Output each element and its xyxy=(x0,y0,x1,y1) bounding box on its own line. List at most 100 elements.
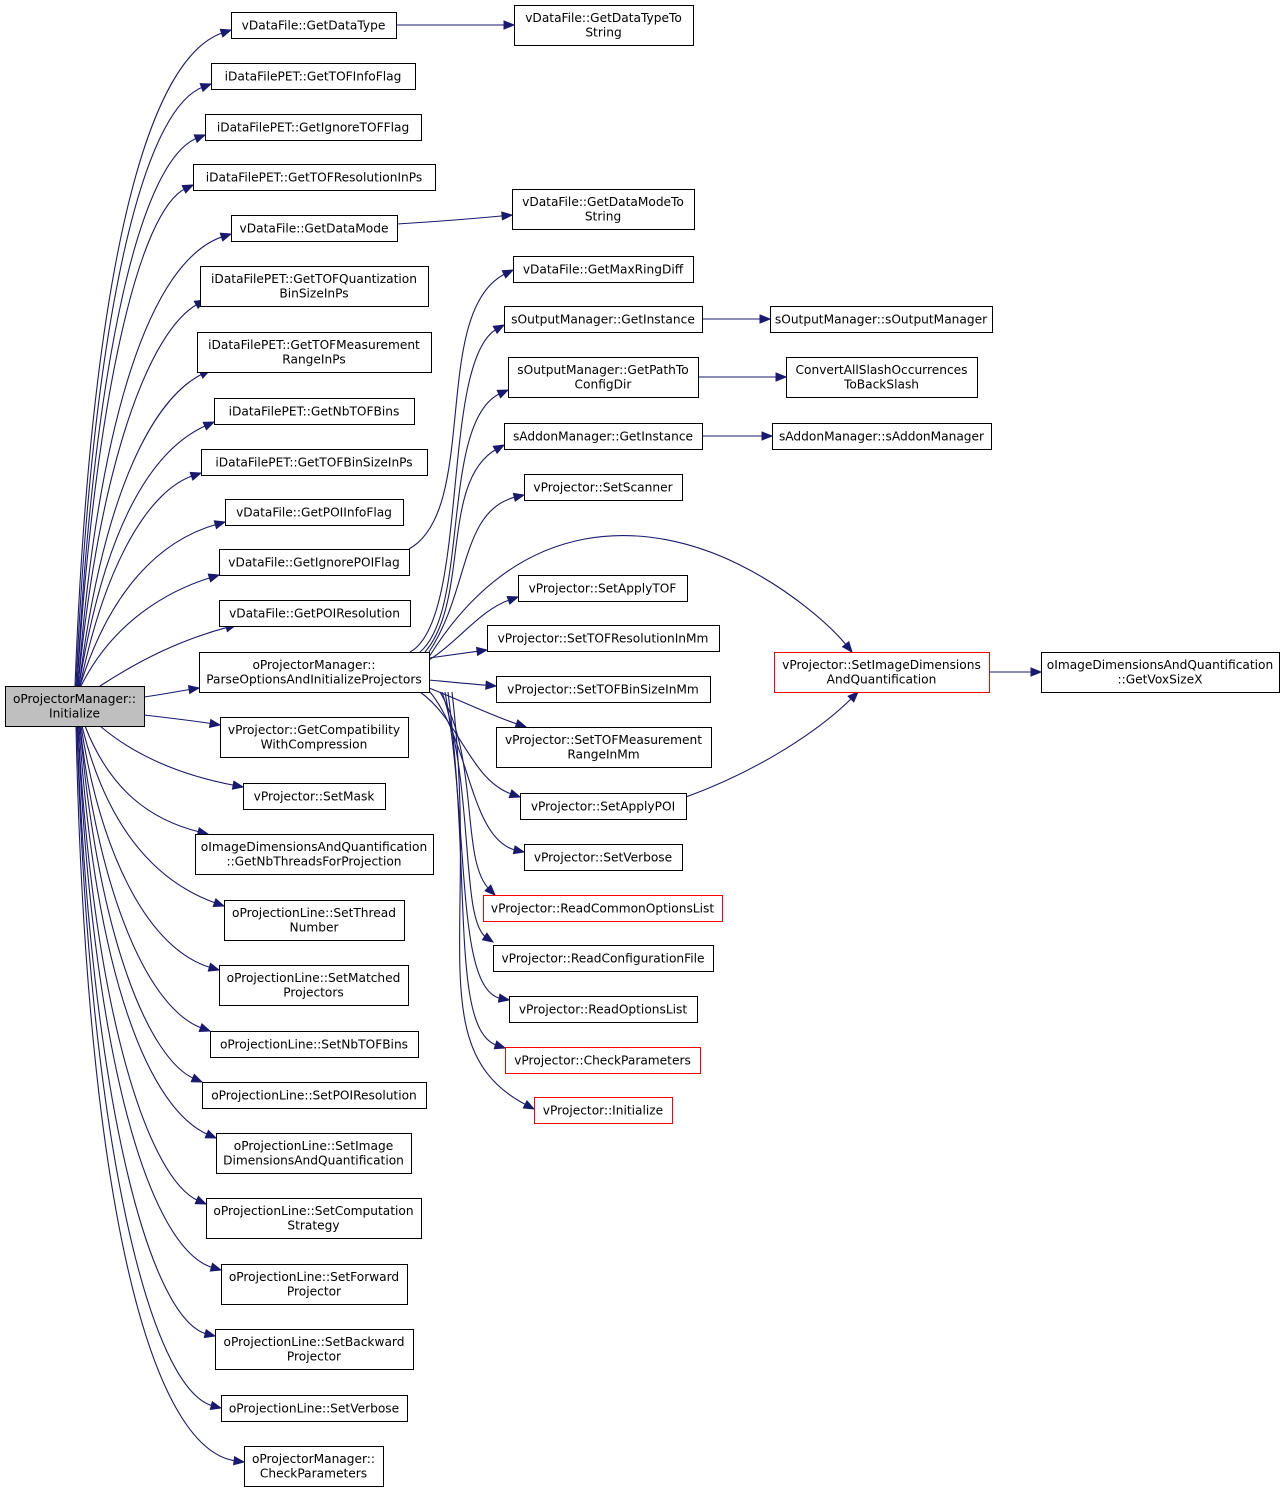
node-box[interactable] xyxy=(201,449,428,476)
node-box[interactable] xyxy=(195,834,434,875)
node-box[interactable] xyxy=(483,895,723,922)
node-parseoptions[interactable]: oProjectorManager::ParseOptionsAndInitia… xyxy=(199,652,430,693)
node-box[interactable] xyxy=(505,1047,701,1074)
node-getnbtofbins[interactable]: iDataFilePET::GetNbTOFBins xyxy=(214,398,415,425)
node-box[interactable] xyxy=(509,996,698,1023)
node-box[interactable] xyxy=(534,1097,673,1124)
node-getpoiinfoflag[interactable]: vDataFile::GetPOIInfoFlag xyxy=(225,499,404,526)
node-getvoxsize[interactable]: oImageDimensionsAndQuantification::GetVo… xyxy=(1041,652,1280,693)
node-getmaxringdiff[interactable]: vDataFile::GetMaxRingDiff xyxy=(513,256,694,283)
node-box[interactable] xyxy=(206,1198,422,1239)
node-getcompat[interactable]: vProjector::GetCompatibilityWithCompress… xyxy=(220,717,409,758)
node-somctor[interactable]: sOutputManager::sOutputManager xyxy=(770,306,993,333)
node-setimagedims[interactable]: vProjector::SetImageDimensionsAndQuantif… xyxy=(774,652,990,693)
node-box[interactable] xyxy=(786,357,978,398)
node-checkparams[interactable]: vProjector::CheckParameters xyxy=(505,1047,701,1074)
node-readoptions[interactable]: vProjector::ReadOptionsList xyxy=(509,996,698,1023)
node-box[interactable] xyxy=(224,900,405,941)
node-box[interactable] xyxy=(225,499,404,526)
node-pmcheck[interactable]: oProjectorManager::CheckParameters xyxy=(244,1446,384,1487)
node-gettofquant[interactable]: iDataFilePET::GetTOFQuantizationBinSizeI… xyxy=(200,266,429,307)
node-root[interactable]: oProjectorManager::Initialize xyxy=(5,686,145,727)
node-box[interactable] xyxy=(219,965,409,1006)
node-gettofresolution[interactable]: iDataFilePET::GetTOFResolutionInPs xyxy=(193,164,436,191)
node-plsetpoires[interactable]: oProjectionLine::SetPOIResolution xyxy=(202,1082,427,1109)
node-setscanner[interactable]: vProjector::SetScanner xyxy=(524,474,683,501)
node-getignoretofflag[interactable]: iDataFilePET::GetIgnoreTOFFlag xyxy=(205,114,422,141)
node-box[interactable] xyxy=(220,717,409,758)
node-box[interactable] xyxy=(219,600,411,627)
node-plsetverbose[interactable]: oProjectionLine::SetVerbose xyxy=(221,1395,408,1422)
node-readcommon[interactable]: vProjector::ReadCommonOptionsList xyxy=(483,895,723,922)
node-box[interactable] xyxy=(513,256,694,283)
node-samctor[interactable]: sAddonManager::sAddonManager xyxy=(772,423,992,450)
node-box[interactable] xyxy=(214,398,415,425)
node-box[interactable] xyxy=(520,793,687,820)
node-box[interactable] xyxy=(496,676,711,703)
node-box[interactable] xyxy=(205,114,422,141)
node-box[interactable] xyxy=(243,783,386,810)
node-box[interactable] xyxy=(244,1446,384,1487)
node-box[interactable] xyxy=(231,215,398,242)
node-box[interactable] xyxy=(504,423,703,450)
node-readconfig[interactable]: vProjector::ReadConfigurationFile xyxy=(493,945,714,972)
node-box[interactable] xyxy=(193,164,436,191)
node-getpoiresolution[interactable]: vDataFile::GetPOIResolution xyxy=(219,600,411,627)
node-box[interactable] xyxy=(508,357,699,398)
node-box[interactable] xyxy=(512,189,695,230)
node-box[interactable] xyxy=(221,1264,408,1305)
node-getdatatype[interactable]: vDataFile::GetDataType xyxy=(231,12,397,39)
node-box[interactable] xyxy=(770,306,993,333)
node-box[interactable] xyxy=(1041,652,1280,693)
node-box[interactable] xyxy=(772,423,992,450)
node-box[interactable] xyxy=(202,1082,427,1109)
node-box[interactable] xyxy=(219,549,410,576)
node-box[interactable] xyxy=(493,945,714,972)
node-box[interactable] xyxy=(496,727,712,768)
node-plsetimage[interactable]: oProjectionLine::SetImageDimensionsAndQu… xyxy=(216,1133,412,1174)
node-setapplytof[interactable]: vProjector::SetApplyTOF xyxy=(518,575,688,602)
node-settofres[interactable]: vProjector::SetTOFResolutionInMm xyxy=(487,625,720,652)
node-setapplypoi[interactable]: vProjector::SetApplyPOI xyxy=(520,793,687,820)
node-box[interactable] xyxy=(199,652,430,693)
node-vinit[interactable]: vProjector::Initialize xyxy=(534,1097,673,1124)
node-getnbthreads[interactable]: oImageDimensionsAndQuantification::GetNb… xyxy=(195,834,434,875)
node-amgetinstance[interactable]: sAddonManager::GetInstance xyxy=(504,423,703,450)
node-box[interactable] xyxy=(487,625,720,652)
node-box[interactable] xyxy=(774,652,990,693)
node-box[interactable] xyxy=(504,306,703,333)
node-getdatamode[interactable]: vDataFile::GetDataMode xyxy=(231,215,398,242)
node-settofbin[interactable]: vProjector::SetTOFBinSizeInMm xyxy=(496,676,711,703)
node-setmask[interactable]: vProjector::SetMask xyxy=(243,783,386,810)
node-box[interactable] xyxy=(524,474,683,501)
node-box[interactable] xyxy=(216,1133,412,1174)
node-box[interactable] xyxy=(200,266,429,307)
node-box[interactable] xyxy=(231,12,397,39)
node-box[interactable] xyxy=(215,1329,414,1370)
node-box[interactable] xyxy=(197,332,432,373)
node-box[interactable] xyxy=(211,63,416,90)
node-box[interactable] xyxy=(524,844,683,871)
node-plsetnbtofbins[interactable]: oProjectionLine::SetNbTOFBins xyxy=(210,1031,419,1058)
node-gettofbinsize[interactable]: iDataFilePET::GetTOFBinSizeInPs xyxy=(201,449,428,476)
node-box[interactable] xyxy=(5,686,145,727)
node-box[interactable] xyxy=(518,575,688,602)
node-box[interactable] xyxy=(221,1395,408,1422)
node-box[interactable] xyxy=(514,5,694,46)
node-gettofinfoflag[interactable]: iDataFilePET::GetTOFInfoFlag xyxy=(211,63,416,90)
node-box[interactable] xyxy=(210,1031,419,1058)
node-setverbose[interactable]: vProjector::SetVerbose xyxy=(524,844,683,871)
node-getignorepoiflag[interactable]: vDataFile::GetIgnorePOIFlag xyxy=(219,549,410,576)
node-omgetinstance[interactable]: sOutputManager::GetInstance xyxy=(504,306,703,333)
